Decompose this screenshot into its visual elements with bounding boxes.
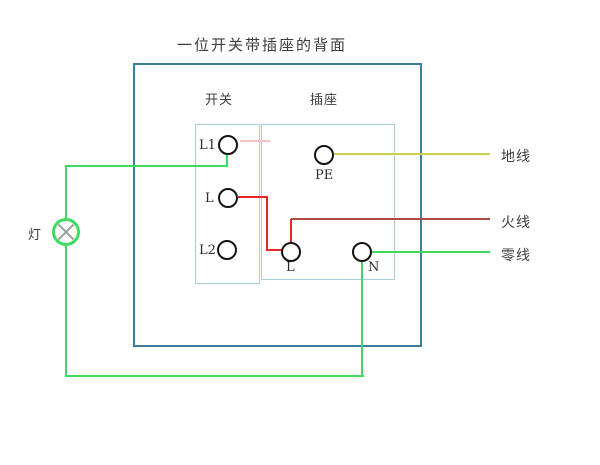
diagram-title: 一位开关带插座的背面 [177,36,348,54]
switch-box-outline [195,124,260,284]
socket-section-label: 插座 [310,93,339,108]
return-wire-bottom [65,375,364,377]
lamp-wire-down-to-lamp [65,165,67,219]
terminal-switch-l1 [218,135,238,155]
neutral-terminal-drop-wire [361,261,363,377]
earth-wire-label: 地线 [501,149,531,165]
terminal-label-socket-n: N [368,260,380,275]
terminal-label-socket-l: L [286,260,295,275]
live-wire-out [291,218,490,220]
switch-l-wire-horizontal [238,196,268,198]
neutral-wire-out [372,251,490,253]
switch-section-label: 开关 [205,93,234,108]
enclosure-outline [133,63,422,347]
lamp-icon [52,218,80,246]
terminal-socket-pe [314,145,334,165]
terminal-label-l1: L1 [199,138,216,153]
terminal-label-pe: PE [315,168,334,183]
switch-l-wire-to-socket [266,249,283,251]
terminal-label-l2: L2 [199,243,216,258]
earth-wire-out [334,153,490,155]
socket-box-outline [261,124,395,280]
terminal-switch-l2 [217,240,237,260]
terminal-label-l: L [205,191,214,206]
socket-l-wire-riser [290,219,292,243]
lamp-wire-horizontal [65,165,228,167]
neutral-wire-label: 零线 [501,248,531,264]
terminal-socket-n [352,242,372,262]
switch-l-wire-vertical [266,196,268,251]
lamp-wire-below-lamp [65,245,67,377]
lamp-label: 灯 [28,228,42,243]
terminal-switch-l [218,188,238,208]
lamp-cross-icon [57,223,75,241]
faint-erased-wire [240,140,270,142]
switch-l1-wire-drop [226,154,228,166]
terminal-socket-l [281,242,301,262]
live-wire-label: 火线 [501,215,531,231]
